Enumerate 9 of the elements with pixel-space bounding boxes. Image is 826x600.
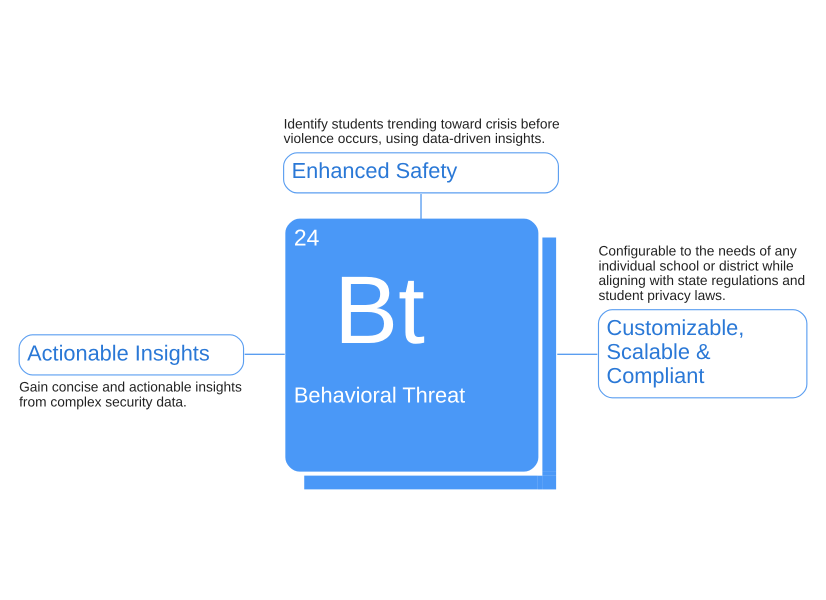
node-label: Configurable to the needs of any individual school or district while aligning with state regulations and student privacy laws. [598,242,806,303]
node-label: Identify students trending toward crisis before violence occurs, using data-driven insights. [284,116,560,146]
node-box: Customizable, Scalable & Compliant [598,308,808,398]
connector [557,353,598,354]
node-label: Gain concise and actionable insights from complex security data. [19,379,242,410]
node-box: Actionable Insights [18,334,244,375]
node-box: Enhanced Safety [283,152,559,193]
connector [420,194,422,219]
connector [244,353,285,354]
